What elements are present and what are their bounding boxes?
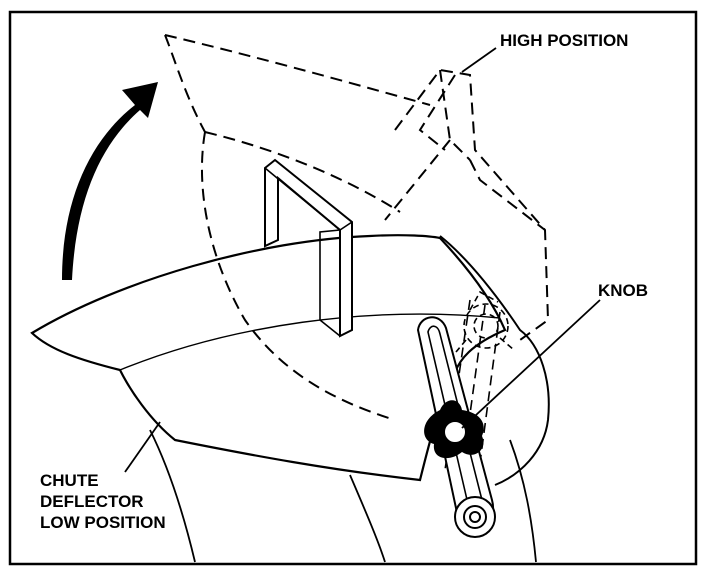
knob-icon bbox=[424, 400, 484, 459]
high-position-leader bbox=[461, 47, 497, 73]
pivot-bolt bbox=[454, 496, 496, 538]
deflector-handle-edge bbox=[264, 167, 353, 337]
chute-body-line-left bbox=[149, 429, 196, 563]
deflector-high-outline bbox=[164, 34, 550, 421]
chute-leader bbox=[124, 421, 161, 473]
chute-label-line3: LOW POSITION bbox=[40, 513, 166, 532]
curved-arrow-icon bbox=[62, 82, 158, 280]
deflector-handle bbox=[264, 158, 353, 338]
knob-leader bbox=[461, 299, 601, 429]
knob-label: KNOB bbox=[598, 281, 648, 300]
chute-label-line2: DEFLECTOR bbox=[40, 492, 144, 511]
high-knob-ghost bbox=[455, 290, 515, 353]
chute-housing-back bbox=[439, 235, 550, 486]
diagram-frame bbox=[8, 10, 698, 566]
deflector-low-crease bbox=[119, 313, 501, 371]
chute-label-line1: CHUTE bbox=[40, 471, 99, 490]
chute-body-line-lower bbox=[349, 474, 386, 563]
chute-body-line-right bbox=[509, 439, 537, 563]
high-position-label: HIGH POSITION bbox=[500, 31, 628, 50]
